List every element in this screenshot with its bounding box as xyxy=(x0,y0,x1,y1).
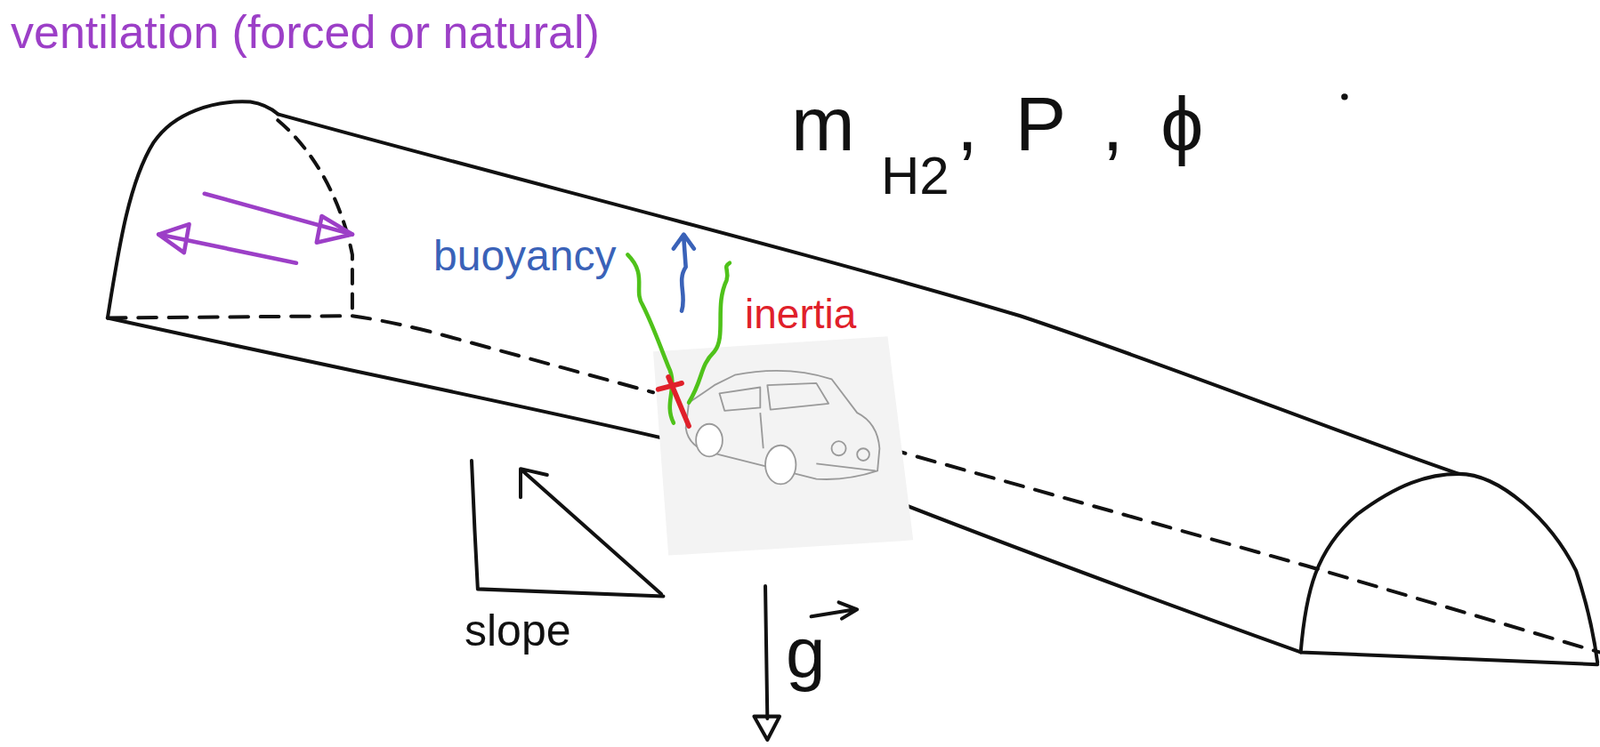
buoyancy-arrow xyxy=(673,234,695,312)
subscript: H2 xyxy=(880,146,950,206)
slope-triangle xyxy=(471,460,663,597)
plume-left xyxy=(627,254,674,423)
car xyxy=(653,336,914,556)
gravity-arrow xyxy=(765,586,768,720)
tunnel-left-arch xyxy=(107,101,278,318)
plume-right xyxy=(688,263,730,404)
leak-source xyxy=(658,377,689,427)
gravity-symbol: g xyxy=(785,614,826,693)
ventilation-arrows xyxy=(158,193,353,264)
tunnel-right-arch xyxy=(1301,474,1598,663)
buoyancy-label: buoyancy xyxy=(433,233,616,281)
inertia-label: inertia xyxy=(744,291,857,338)
parameter-symbols: , P , ϕ xyxy=(956,81,1204,167)
gravity-arrowhead xyxy=(753,717,780,741)
ventilation-label: ventilation (forced or natural) xyxy=(10,7,600,58)
slope-arrow xyxy=(520,468,662,595)
dot xyxy=(1342,95,1346,98)
slope-label: slope xyxy=(464,606,572,656)
tunnel-bottom-edge xyxy=(107,318,1598,666)
mass-symbol: m xyxy=(791,81,856,167)
